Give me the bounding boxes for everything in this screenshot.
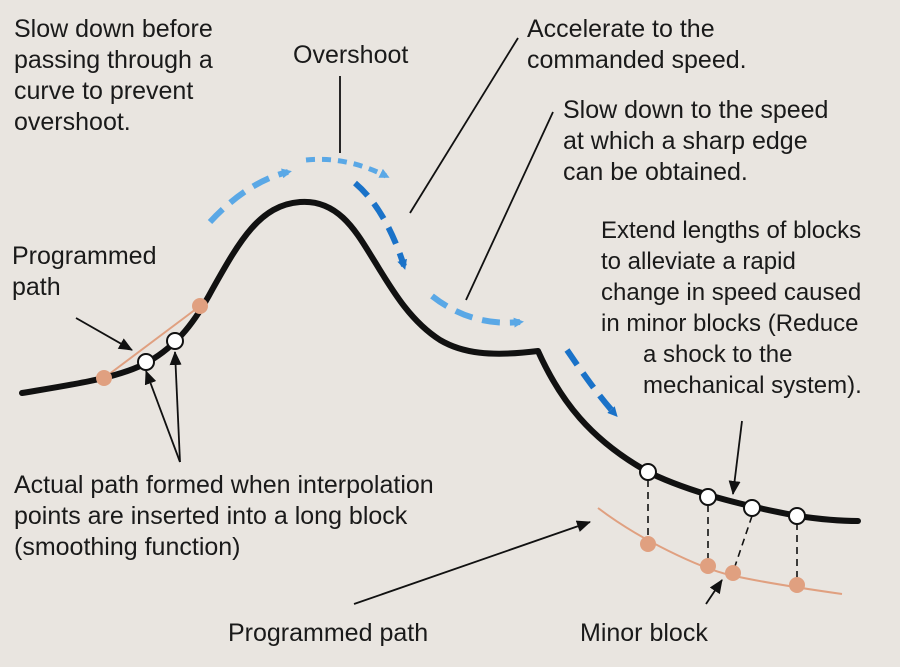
speed-arrow-overshoot — [305, 156, 390, 179]
interpolation-point — [639, 463, 657, 481]
label-line: Actual path formed when interpolation — [14, 471, 434, 499]
speed-arrow-slowdown-curve — [353, 180, 407, 270]
label-line: to alleviate a rapid — [601, 248, 796, 275]
label-line: Overshoot — [293, 41, 409, 69]
label-line: Slow down before — [14, 15, 213, 43]
speed-arrow-sharp-edge — [564, 348, 618, 417]
label-line: (smoothing function) — [14, 533, 241, 561]
programmed-point — [725, 565, 741, 581]
label-programmed-path-bottom: Programmed path — [228, 618, 428, 649]
label-line: change in speed caused — [601, 279, 862, 306]
interpolation-point — [699, 488, 717, 506]
label-extend-lengths: Extend lengths of blocks to alleviate a … — [601, 215, 862, 401]
programmed-points — [96, 298, 805, 593]
label-line: Accelerate to the — [527, 15, 715, 43]
label-actual-path: Actual path formed when interpolation po… — [14, 470, 434, 563]
point-connectors — [647, 480, 798, 585]
label-line: Minor block — [580, 619, 708, 647]
label-line: Slow down to the speed — [563, 96, 829, 124]
label-line: can be obtained. — [563, 158, 748, 186]
label-slow-down-sharp-edge: Slow down to the speed at which a sharp … — [563, 95, 828, 188]
leader-minor-block — [705, 579, 723, 605]
programmed-path-lower — [597, 507, 843, 595]
label-line: path — [12, 273, 61, 301]
interpolation-points — [137, 332, 806, 525]
label-line: passing through a — [14, 46, 213, 74]
label-line: Extend lengths of blocks — [601, 217, 862, 244]
leader-extend-lengths — [728, 420, 743, 495]
label-programmed-path-top: Programmed path — [12, 241, 157, 303]
leader-programmed-path-bottom — [353, 520, 591, 605]
interpolation-point — [743, 499, 761, 517]
programmed-point — [96, 370, 112, 386]
programmed-point — [789, 577, 805, 593]
label-line: Programmed path — [228, 619, 429, 647]
label-line: a shock to the — [643, 341, 793, 368]
label-minor-block: Minor block — [580, 618, 708, 649]
label-line: commanded speed. — [527, 46, 747, 74]
leader-actual-path-b — [169, 351, 182, 463]
leader-accelerate — [409, 37, 519, 214]
speed-arrow-approach — [207, 168, 292, 225]
label-slow-down-before-curve: Slow down before passing through a curve… — [14, 14, 213, 138]
leader-actual-path-a — [144, 370, 181, 463]
interpolation-point — [166, 332, 184, 350]
programmed-point — [192, 298, 208, 314]
programmed-path-segment-left — [103, 305, 201, 379]
leader-programmed-path-top — [75, 317, 133, 351]
label-line: Programmed — [12, 242, 157, 270]
speed-arrow-accelerate — [430, 293, 524, 328]
label-line: points are inserted into a long block — [14, 502, 408, 530]
label-line: curve to prevent — [14, 77, 194, 105]
label-accelerate: Accelerate to the commanded speed. — [527, 14, 747, 76]
label-overshoot: Overshoot — [293, 40, 408, 71]
connector-3 — [732, 515, 753, 573]
label-line: overshoot. — [14, 108, 131, 136]
label-line: mechanical system). — [643, 372, 862, 399]
interpolation-point — [137, 353, 155, 371]
programmed-point — [640, 536, 656, 552]
label-line: in minor blocks (Reduce — [601, 310, 859, 337]
label-line: at which a sharp edge — [563, 127, 808, 155]
leader-slow-sharp-edge — [465, 111, 554, 301]
programmed-point — [700, 558, 716, 574]
interpolation-point — [788, 507, 806, 525]
actual-tool-path — [19, 198, 861, 524]
